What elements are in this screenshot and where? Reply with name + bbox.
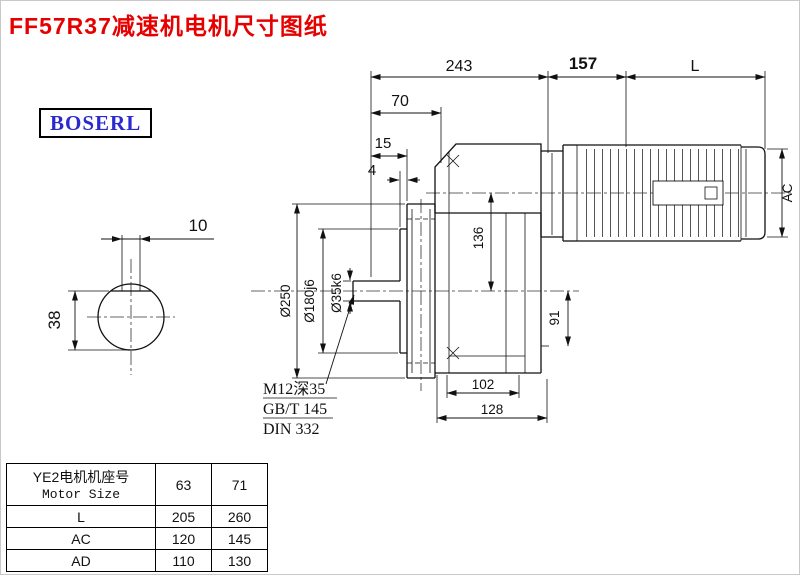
- size-col-71: 71: [211, 463, 268, 506]
- dim-128: 128: [481, 402, 504, 417]
- dim-spigot-dia: Ø180j6: [302, 279, 317, 323]
- dim-157: 157: [569, 54, 597, 73]
- row-label-AD: AD: [6, 549, 156, 572]
- arrow-left: [112, 236, 122, 242]
- arrow-right: [140, 236, 150, 242]
- brand-text: BOSERL: [50, 110, 142, 135]
- dim-136: 136: [471, 227, 486, 250]
- dim-15: 15: [375, 135, 392, 152]
- brand-logo: BOSERL: [39, 108, 153, 138]
- size-col-63: 63: [155, 463, 212, 506]
- table-header-cn: YE2电机机座号: [32, 469, 130, 485]
- note-tap-hole: M12深35: [263, 380, 325, 398]
- dim-L: L: [691, 58, 700, 75]
- dim-10: 10: [189, 216, 208, 235]
- table-row-AC: AC 120 145: [6, 527, 268, 550]
- table-header-row: YE2电机机座号 Motor Size 63 71: [6, 463, 268, 506]
- value-AC-71: 145: [211, 527, 268, 550]
- dim-38: 38: [45, 311, 64, 330]
- value-L-71: 260: [211, 505, 268, 528]
- value-AC-63: 120: [155, 527, 212, 550]
- note-gb-standard: GB/T 145: [263, 401, 327, 418]
- value-AD-63: 110: [155, 549, 212, 572]
- value-L-63: 205: [155, 505, 212, 528]
- row-label-AC: AC: [6, 527, 156, 550]
- dimension-labels: 243 157 L 70 15 4 10 38 Ø250 Ø180j6 Ø35k…: [45, 54, 795, 438]
- row-label-L: L: [6, 505, 156, 528]
- dim-4: 4: [368, 162, 376, 179]
- dim-flange-dia: Ø250: [278, 284, 293, 317]
- dimension-lines: [263, 71, 788, 423]
- note-din-standard: DIN 332: [263, 421, 319, 438]
- motor-size-table: YE2电机机座号 Motor Size 63 71 L 205 260 AC 1…: [6, 463, 268, 572]
- dim-102: 102: [472, 377, 495, 392]
- page-title: FF57R37减速机电机尺寸图纸: [9, 13, 328, 39]
- gearbox-main-view: [352, 143, 766, 379]
- dim-70: 70: [391, 93, 409, 110]
- table-row-L: L 205 260: [6, 505, 268, 528]
- dim-AC: AC: [780, 183, 795, 202]
- shaft-section-view: [68, 235, 214, 351]
- table-row-AD: AD 110 130: [6, 549, 268, 572]
- table-header-cell: YE2电机机座号 Motor Size: [6, 463, 156, 506]
- value-AD-71: 130: [211, 549, 268, 572]
- dim-shaft-dia: Ø35k6: [329, 273, 344, 313]
- dim-91: 91: [547, 310, 562, 325]
- table-header-en: Motor Size: [41, 487, 120, 502]
- centerlines: [87, 192, 791, 391]
- dim-243: 243: [446, 58, 473, 75]
